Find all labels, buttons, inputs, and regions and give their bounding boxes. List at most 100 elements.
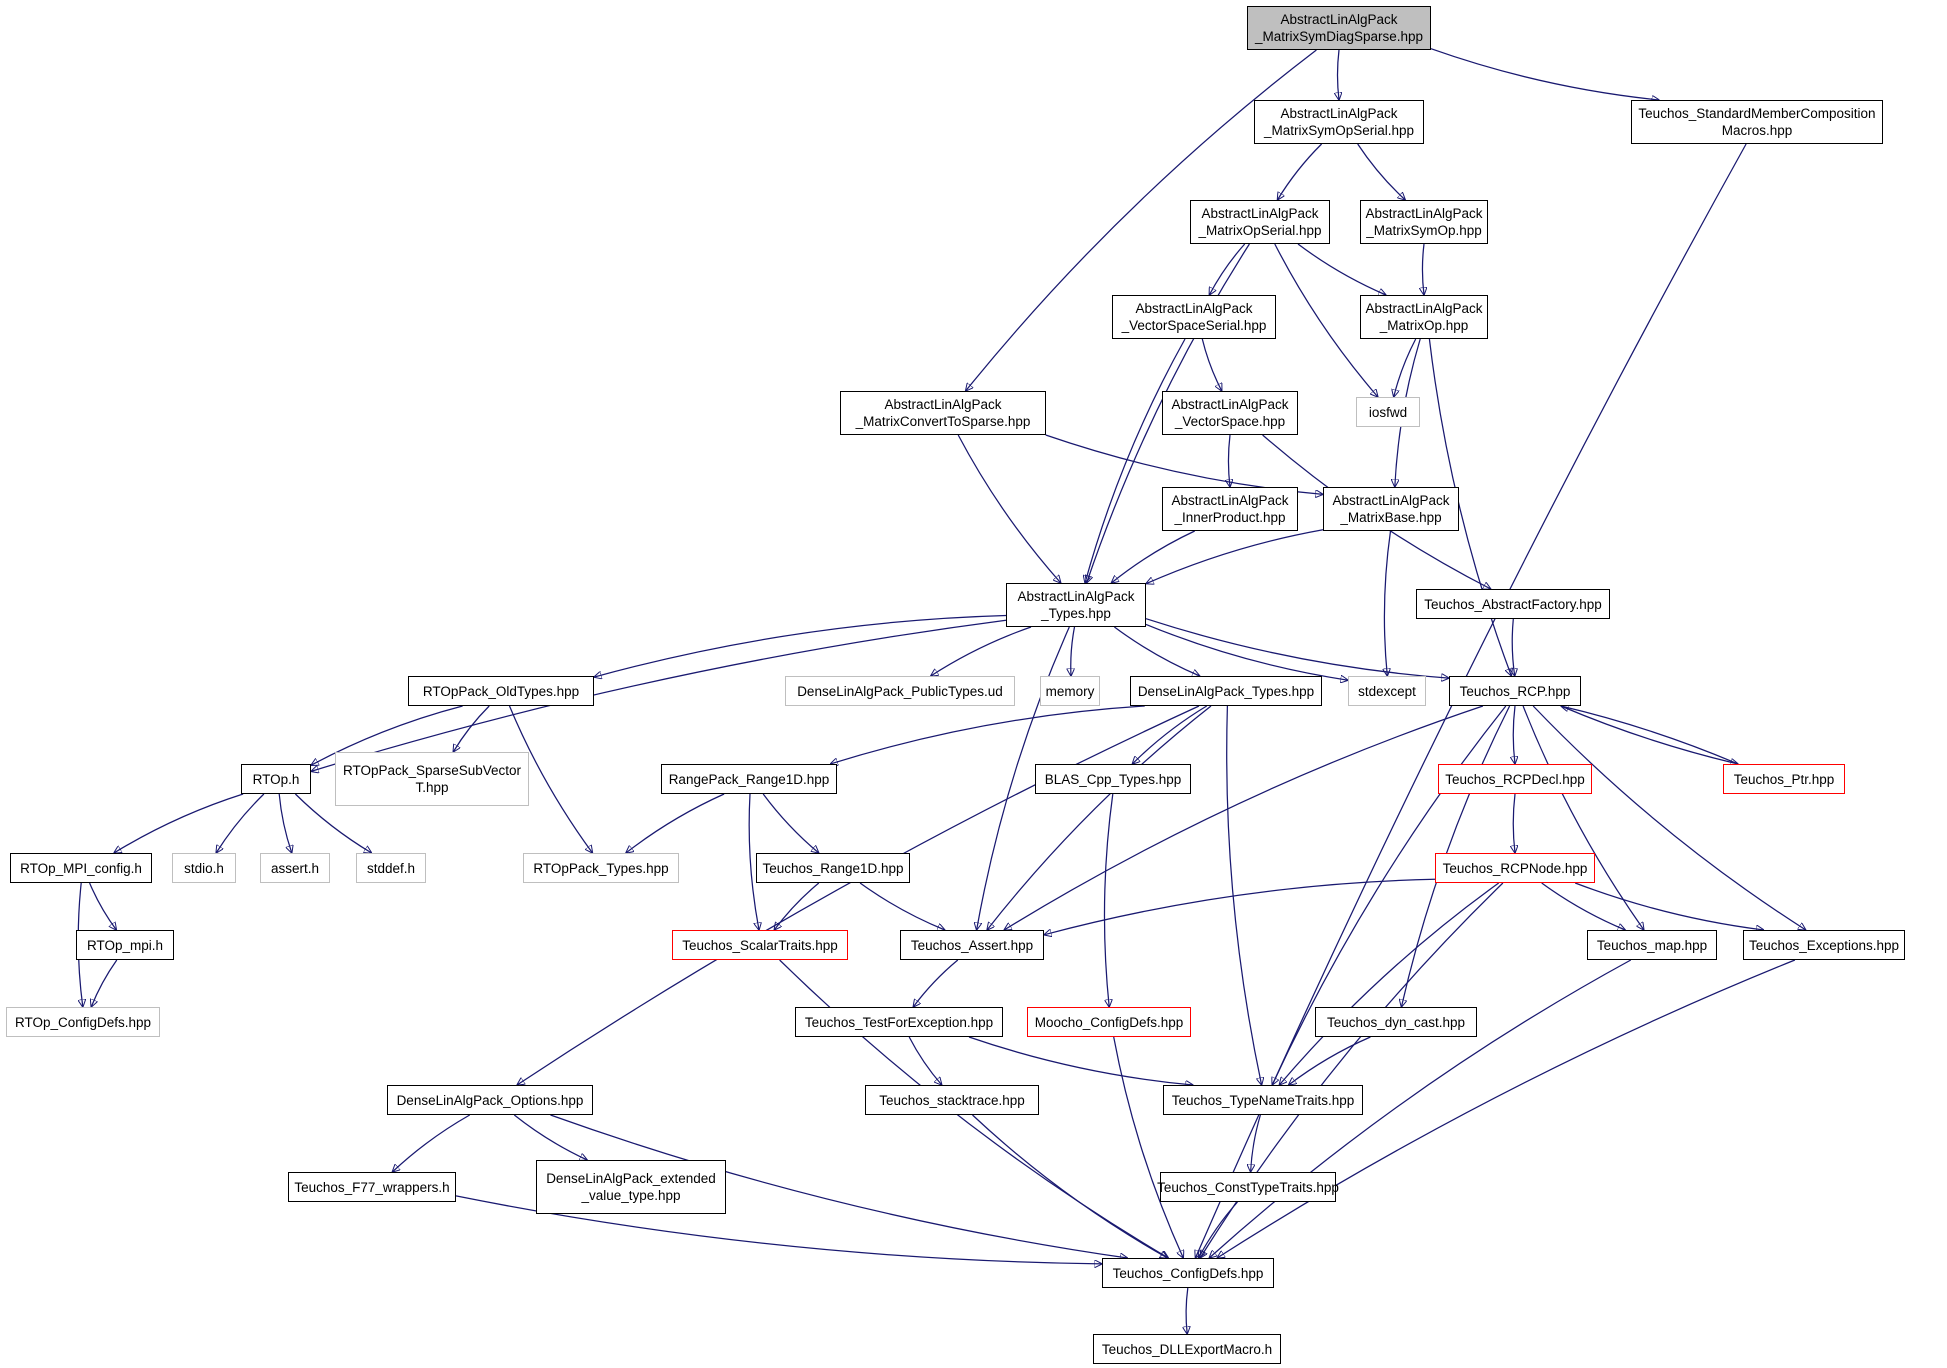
node-rcp[interactable]: Teuchos_RCP.hpp xyxy=(1449,676,1581,706)
edge-symopserial-to-opserial xyxy=(1277,143,1323,200)
edge-vectorspace-to-innerprod xyxy=(1228,434,1230,487)
node-innerprod[interactable]: AbstractLinAlgPack _InnerProduct.hpp xyxy=(1162,487,1298,531)
node-root[interactable]: AbstractLinAlgPack _MatrixSymDiagSparse.… xyxy=(1247,6,1431,50)
node-stacktrace[interactable]: Teuchos_stacktrace.hpp xyxy=(865,1085,1039,1115)
edge-types-to-densepub xyxy=(931,626,1032,676)
node-sparsesub: RTOpPack_SparseSubVector T.hpp xyxy=(335,752,529,806)
edge-symop-to-matrixop xyxy=(1422,243,1424,295)
node-f77[interactable]: Teuchos_F77_wrappers.h xyxy=(288,1172,456,1202)
node-rtoppacktypes: RTOpPack_Types.hpp xyxy=(523,853,679,883)
node-absfactory[interactable]: Teuchos_AbstractFactory.hpp xyxy=(1416,589,1610,619)
edge-ptr-to-rcp xyxy=(1561,706,1739,765)
node-moocho[interactable]: Moocho_ConfigDefs.hpp xyxy=(1027,1007,1191,1037)
node-matrixop[interactable]: AbstractLinAlgPack _MatrixOp.hpp xyxy=(1360,295,1488,339)
edge-types-to-tassert xyxy=(977,626,1070,930)
edge-rcpnode-to-typenametraits xyxy=(1279,882,1500,1085)
node-configdefs[interactable]: Teuchos_ConfigDefs.hpp xyxy=(1102,1258,1274,1288)
edge-innerprod-to-types xyxy=(1111,530,1195,583)
edge-densetypes-to-range1d xyxy=(830,705,1145,764)
edge-rtoph-to-stdio xyxy=(216,793,265,853)
edge-configdefs-to-dllexport xyxy=(1186,1287,1188,1334)
edge-opserial-to-types xyxy=(1087,243,1250,583)
node-rtopold[interactable]: RTOpPack_OldTypes.hpp xyxy=(408,676,594,706)
edge-absfactory-to-rcp xyxy=(1512,618,1514,676)
node-texceptions[interactable]: Teuchos_Exceptions.hpp xyxy=(1743,930,1905,960)
edge-convsparse-to-types xyxy=(957,434,1061,583)
edge-opserial-to-iosfwd xyxy=(1274,243,1378,397)
edge-moocho-to-configdefs xyxy=(1113,1036,1184,1258)
node-blas[interactable]: BLAS_Cpp_Types.hpp xyxy=(1035,764,1191,794)
node-asserth: assert.h xyxy=(260,853,330,883)
node-dllexport[interactable]: Teuchos_DLLExportMacro.h xyxy=(1093,1334,1281,1364)
node-rcpnode[interactable]: Teuchos_RCPNode.hpp xyxy=(1435,853,1595,883)
node-symopserial[interactable]: AbstractLinAlgPack _MatrixSymOpSerial.hp… xyxy=(1254,100,1424,144)
edge-root-to-convsparse xyxy=(966,49,1317,391)
node-scalartraits[interactable]: Teuchos_ScalarTraits.hpp xyxy=(672,930,848,960)
node-denseext[interactable]: DenseLinAlgPack_extended _value_type.hpp xyxy=(536,1160,726,1214)
edge-types-to-rtoph xyxy=(311,619,1007,771)
edge-vsserial-to-vectorspace xyxy=(1201,338,1222,391)
edge-rtoph-to-asserth xyxy=(278,793,292,853)
edge-types-to-densetypes xyxy=(1114,626,1199,676)
edge-types-to-rcp xyxy=(1145,618,1449,678)
node-rtopmpi[interactable]: RTOp_mpi.h xyxy=(76,930,174,960)
edge-matrixop-to-iosfwd xyxy=(1394,338,1417,397)
edge-densetypes-to-typenametraits xyxy=(1226,705,1262,1085)
edge-rcp-to-typenametraits xyxy=(1272,705,1507,1085)
edge-denseopts-to-configdefs xyxy=(550,1114,1128,1258)
edge-dyncast-to-typenametraits xyxy=(1289,1036,1371,1085)
edge-symopserial-to-symop xyxy=(1357,143,1406,200)
node-stdmember[interactable]: Teuchos_StandardMemberComposition Macros… xyxy=(1631,100,1883,144)
node-dyncast[interactable]: Teuchos_dyn_cast.hpp xyxy=(1315,1007,1477,1037)
edge-rtopmpi-to-rtopconfig xyxy=(91,959,118,1007)
node-denseopts[interactable]: DenseLinAlgPack_Options.hpp xyxy=(387,1085,593,1115)
node-mpiconfig[interactable]: RTOp_MPI_config.h xyxy=(10,853,152,883)
edge-tassert-to-testforexc xyxy=(913,959,959,1007)
edge-mpiconfig-to-rtopmpi xyxy=(89,882,117,930)
edge-rcpnode-to-tassert xyxy=(1044,878,1436,935)
node-tmap[interactable]: Teuchos_map.hpp xyxy=(1587,930,1717,960)
edge-rcpnode-to-tmap xyxy=(1541,882,1626,930)
node-vsserial[interactable]: AbstractLinAlgPack _VectorSpaceSerial.hp… xyxy=(1112,295,1276,339)
edge-rcp-to-tmap xyxy=(1522,705,1644,930)
node-rtoph[interactable]: RTOp.h xyxy=(241,764,311,794)
edge-rtopold-to-sparsesub xyxy=(453,705,490,752)
node-trange1d[interactable]: Teuchos_Range1D.hpp xyxy=(756,853,910,883)
node-tassert[interactable]: Teuchos_Assert.hpp xyxy=(900,930,1044,960)
node-densetypes[interactable]: DenseLinAlgPack_Types.hpp xyxy=(1130,676,1322,706)
edge-convsparse-to-matrixbase xyxy=(1045,434,1323,494)
edge-rcpnode-to-configdefs xyxy=(1200,882,1504,1258)
edge-densetypes-to-blas xyxy=(1132,705,1208,764)
node-types[interactable]: AbstractLinAlgPack _Types.hpp xyxy=(1006,583,1146,627)
node-testforexc[interactable]: Teuchos_TestForException.hpp xyxy=(795,1007,1003,1037)
node-vectorspace[interactable]: AbstractLinAlgPack _VectorSpace.hpp xyxy=(1162,391,1298,435)
edge-typenametraits-to-consttype xyxy=(1251,1114,1261,1172)
edge-rtoph-to-mpiconfig xyxy=(114,793,244,853)
edge-rcpnode-to-texceptions xyxy=(1574,882,1764,930)
edge-testforexc-to-stacktrace xyxy=(908,1036,942,1085)
node-consttype[interactable]: Teuchos_ConstTypeTraits.hpp xyxy=(1157,1172,1339,1202)
edge-denseopts-to-f77 xyxy=(392,1114,471,1172)
node-symop[interactable]: AbstractLinAlgPack _MatrixSymOp.hpp xyxy=(1360,200,1488,244)
edge-vsserial-to-types xyxy=(1085,338,1186,583)
node-stddef: stddef.h xyxy=(356,853,426,883)
edge-rtopold-to-rtoppacktypes xyxy=(508,705,593,853)
node-convsparse[interactable]: AbstractLinAlgPack _MatrixConvertToSpars… xyxy=(840,391,1046,435)
node-range1d[interactable]: RangePack_Range1D.hpp xyxy=(661,764,837,794)
edge-range1d-to-rtoppacktypes xyxy=(626,793,725,853)
edge-types-to-rtopold xyxy=(594,614,1007,678)
edge-types-to-memory xyxy=(1071,626,1076,676)
node-rcpdecl[interactable]: Teuchos_RCPDecl.hpp xyxy=(1438,764,1592,794)
node-stdio: stdio.h xyxy=(172,853,236,883)
edge-rcp-to-texceptions xyxy=(1532,705,1806,930)
node-stdexcept: stdexcept xyxy=(1348,676,1426,706)
node-densepub: DenseLinAlgPack_PublicTypes.ud xyxy=(785,676,1015,706)
edge-opserial-to-matrixop xyxy=(1297,243,1386,295)
edge-scalartraits-to-configdefs xyxy=(779,959,1169,1258)
edge-root-to-symopserial xyxy=(1338,49,1340,100)
node-ptr[interactable]: Teuchos_Ptr.hpp xyxy=(1723,764,1845,794)
node-matrixbase[interactable]: AbstractLinAlgPack _MatrixBase.hpp xyxy=(1323,487,1459,531)
node-opserial[interactable]: AbstractLinAlgPack _MatrixOpSerial.hpp xyxy=(1190,200,1330,244)
node-typenametraits[interactable]: Teuchos_TypeNameTraits.hpp xyxy=(1163,1085,1363,1115)
